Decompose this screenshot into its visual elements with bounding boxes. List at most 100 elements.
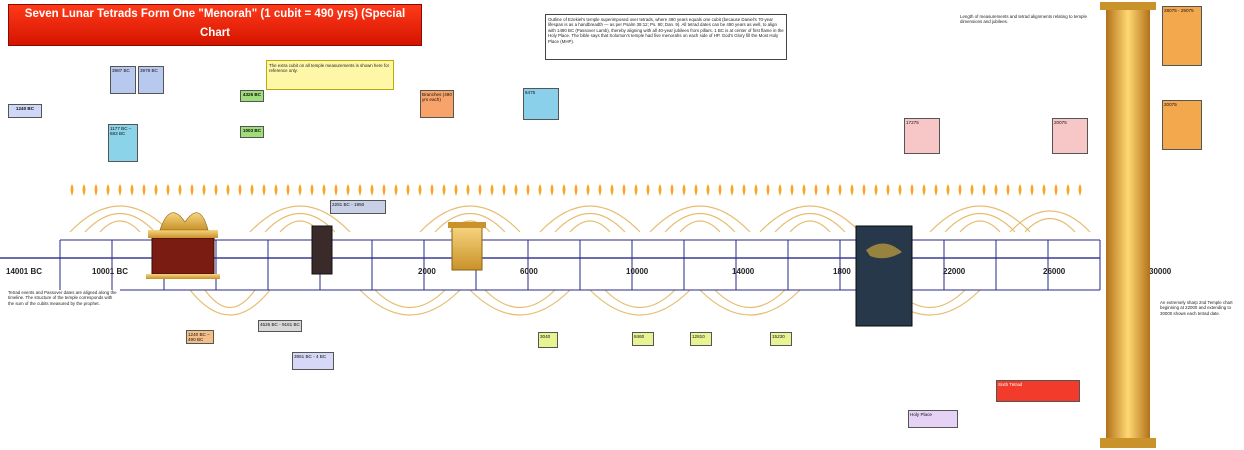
- axis-label-22000: 22000: [943, 267, 966, 276]
- extra-cubit-note: The extra cubit on all temple measuremen…: [266, 60, 394, 90]
- right-top-note: Length of measurements and tetrad alignm…: [960, 14, 1087, 25]
- flame-icon: [82, 184, 86, 196]
- flame-icon: [454, 184, 458, 196]
- axis-label-14001bc: 14001 BC: [6, 267, 42, 276]
- axis-label-14000: 14000: [732, 267, 755, 276]
- box-1177bc: 1177 BC – 683 BC: [108, 124, 138, 162]
- flame-icon: [370, 184, 374, 196]
- flame-icon: [310, 184, 314, 196]
- flame-icon: [298, 184, 302, 196]
- flame-icon: [886, 184, 890, 196]
- box-28075: 28075 - 29075: [1162, 6, 1202, 66]
- box-1003: 1003 BC: [240, 126, 264, 138]
- ezekiel-note: Outline of Ezekiel's temple superimposed…: [545, 14, 787, 60]
- flame-icon: [250, 184, 254, 196]
- flame-icon: [274, 184, 278, 196]
- flame-icon: [622, 184, 626, 196]
- box-2281bc: 2281 BC - 1950: [330, 200, 386, 214]
- box-17275: 17275: [904, 118, 940, 154]
- flame-icon: [358, 184, 362, 196]
- timeline-ticks: [59, 240, 1101, 290]
- flame-icon: [226, 184, 230, 196]
- flame-icon: [130, 184, 134, 196]
- flame-icon: [322, 184, 326, 196]
- flame-icon: [598, 184, 602, 196]
- flame-icon: [838, 184, 842, 196]
- flame-icon: [190, 184, 194, 196]
- title-line-1: Seven Lunar Tetrads Form One "Menorah" (…: [24, 8, 406, 39]
- flame-icon: [922, 184, 926, 196]
- flame-icon: [502, 184, 506, 196]
- flame-icon: [262, 184, 266, 196]
- flame-icon: [742, 184, 746, 196]
- title-line-2: Illustrating Effect of Extra Cubit on Al…: [20, 46, 410, 77]
- ark-of-covenant-icon: [146, 212, 220, 279]
- box-20075: 20075: [1052, 118, 1088, 154]
- flame-icon: [646, 184, 650, 196]
- flame-icon: [634, 184, 638, 196]
- flame-icon: [142, 184, 146, 196]
- flame-icon: [862, 184, 866, 196]
- flame-icon: [874, 184, 878, 196]
- flame-icon: [718, 184, 722, 196]
- flame-icon: [778, 184, 782, 196]
- pillar-icon: [1100, 2, 1156, 448]
- box-1240bc: 1240 BC: [8, 104, 42, 118]
- flame-icon: [94, 184, 98, 196]
- altar-icon: [448, 222, 486, 271]
- flame-icon: [550, 184, 554, 196]
- box-4326: 4326 BC: [240, 90, 264, 102]
- box-3978bc: 3978 BC: [138, 66, 164, 94]
- box-8460: 8460: [632, 332, 654, 346]
- flame-icon: [418, 184, 422, 196]
- axis-label-6000: 6000: [520, 267, 538, 276]
- box-3987bc: 3987 BC: [110, 66, 136, 94]
- flame-icon: [562, 184, 566, 196]
- flame-icon: [478, 184, 482, 196]
- flame-icon: [586, 184, 590, 196]
- flame-icon: [1006, 184, 1010, 196]
- flame-icon: [982, 184, 986, 196]
- flame-icon: [430, 184, 434, 196]
- flame-row: [70, 184, 1082, 196]
- box-3040: 3040: [538, 332, 558, 348]
- flame-icon: [466, 184, 470, 196]
- flame-icon: [106, 184, 110, 196]
- box-12810: 12810: [690, 332, 712, 346]
- chart-title: Seven Lunar Tetrads Form One "Menorah" (…: [8, 4, 422, 77]
- box-sixth-tetrad: Sixth Tetrad: [996, 380, 1080, 402]
- axis-label-2000: 2000: [418, 267, 436, 276]
- axis-label-10000: 10000: [626, 267, 649, 276]
- flame-icon: [826, 184, 830, 196]
- flame-icon: [1078, 184, 1082, 196]
- flame-icon: [730, 184, 734, 196]
- flame-icon: [934, 184, 938, 196]
- flame-icon: [526, 184, 530, 196]
- flame-icon: [214, 184, 218, 196]
- box-6475: 6475: [523, 88, 559, 120]
- flame-icon: [1066, 184, 1070, 196]
- flame-icon: [442, 184, 446, 196]
- flame-icon: [382, 184, 386, 196]
- flame-icon: [538, 184, 542, 196]
- flame-icon: [754, 184, 758, 196]
- axis-label-30000: 30000: [1149, 267, 1172, 276]
- flame-icon: [1042, 184, 1046, 196]
- box-holy-place: Holy Place: [908, 410, 958, 428]
- box-20075b: 20075: [1162, 100, 1202, 150]
- flame-icon: [346, 184, 350, 196]
- flame-icon: [994, 184, 998, 196]
- flame-icon: [910, 184, 914, 196]
- flame-icon: [202, 184, 206, 196]
- box-3951bc: 3951 BC - 4 BC: [292, 352, 334, 370]
- flame-icon: [958, 184, 962, 196]
- box-4526bc: 4526 BC - 9161 BC: [258, 320, 302, 332]
- flame-icon: [286, 184, 290, 196]
- flame-icon: [1054, 184, 1058, 196]
- flame-icon: [946, 184, 950, 196]
- flame-icon: [1018, 184, 1022, 196]
- flame-icon: [178, 184, 182, 196]
- flame-icon: [658, 184, 662, 196]
- flame-icon: [514, 184, 518, 196]
- flame-icon: [682, 184, 686, 196]
